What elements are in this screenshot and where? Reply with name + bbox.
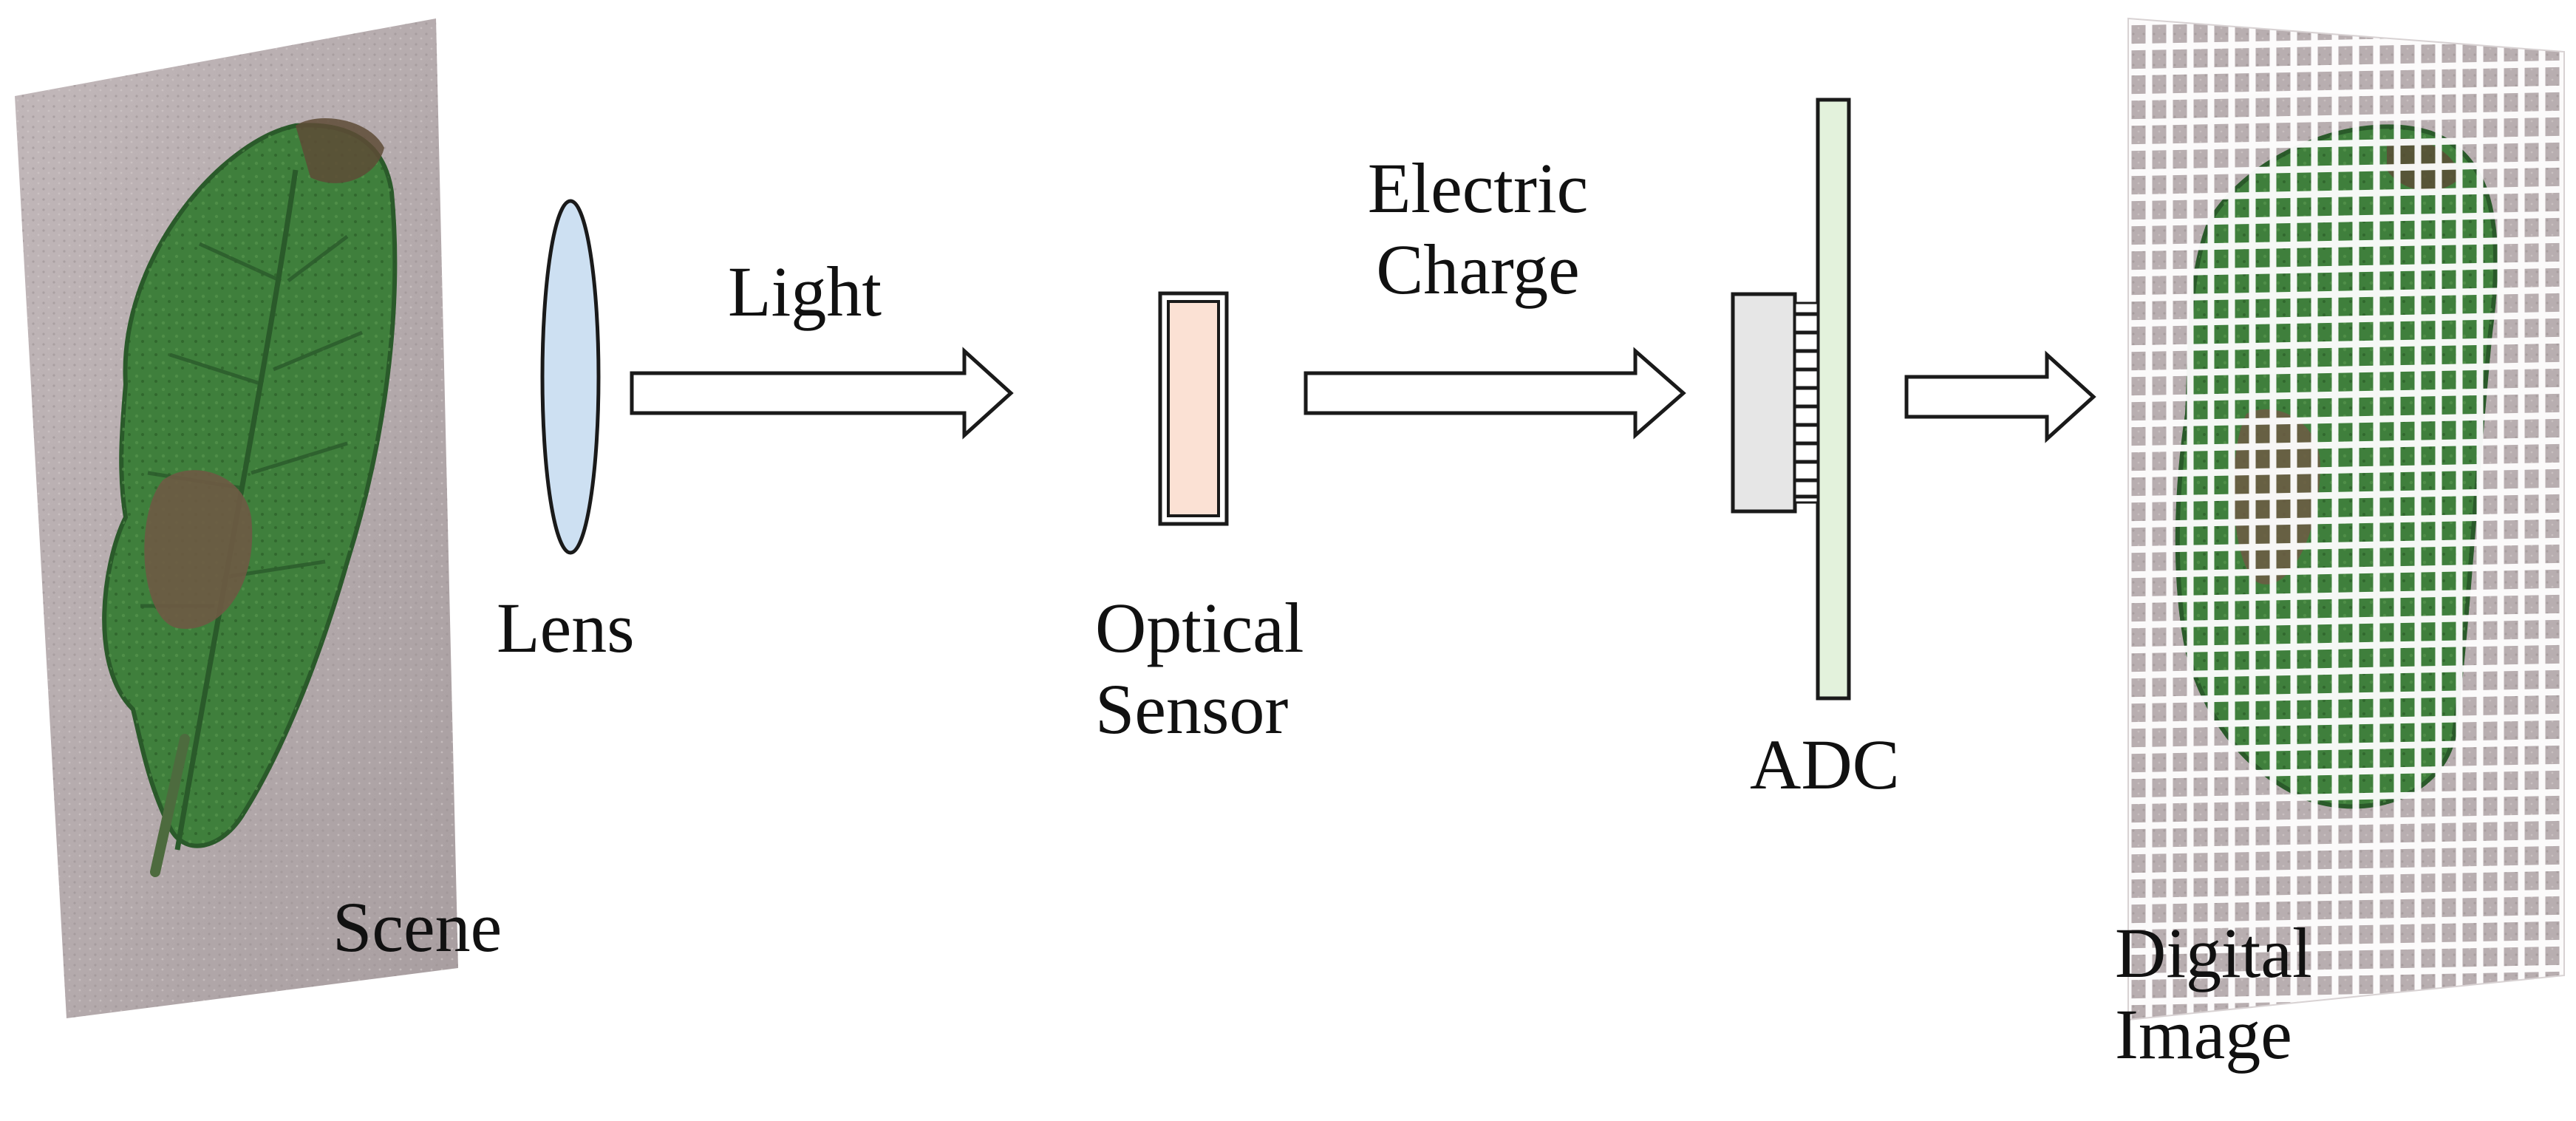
digital-image — [2128, 18, 2564, 1020]
pixel-grid-row — [2128, 964, 2564, 981]
pixel-grid-row — [2128, 386, 2564, 403]
pixel-grid-row — [2128, 688, 2564, 704]
adc-board — [1816, 98, 1851, 701]
scene-label: Scene — [333, 887, 502, 967]
pixel-grid-row — [2128, 663, 2564, 679]
pixel-grid-row — [2128, 60, 2564, 76]
leaf-stem — [150, 734, 190, 877]
leaf-disease-spot — [144, 470, 253, 629]
lens-shape — [540, 199, 601, 555]
pixel-grid-row — [2128, 537, 2564, 553]
pixel-grid-row — [2128, 412, 2564, 428]
arrow-digital — [1904, 350, 2096, 443]
pixel-grid-row — [2128, 512, 2564, 528]
pixel-grid-row — [2128, 788, 2564, 805]
pixel-grid-row — [2128, 361, 2564, 378]
adc-shape — [1731, 98, 1851, 701]
pixel-grid-row — [2128, 889, 2564, 905]
pixel-grid-row — [2128, 135, 2564, 151]
pixel-grid-row — [2128, 437, 2564, 453]
light-label: Light — [728, 252, 882, 331]
electric-charge-label: Electric Charge — [1367, 149, 1589, 310]
pixel-grid-row — [2128, 487, 2564, 503]
arrow-light — [630, 347, 1014, 440]
pixel-grid-row — [2128, 85, 2564, 101]
pixel-grid-row — [2128, 839, 2564, 855]
pixel-grid-row — [2128, 286, 2564, 302]
adc-pin-strip — [1793, 301, 1819, 504]
pixel-grid — [2128, 18, 2564, 1020]
pixel-grid-row — [2128, 939, 2564, 955]
digital-image-label: Digital Image — [2115, 913, 2312, 1074]
scene-image — [15, 18, 458, 1018]
pixel-grid-row — [2128, 864, 2564, 880]
adc-label: ADC — [1750, 725, 1900, 804]
optical-sensor-label: Optical Sensor — [1095, 588, 1304, 749]
pixel-grid-row — [2128, 638, 2564, 654]
pixel-grid-row — [2128, 613, 2564, 629]
pixel-grid-row — [2128, 261, 2564, 277]
pixel-grid-row — [2128, 211, 2564, 227]
lens-label: Lens — [497, 588, 635, 667]
pixel-grid-row — [2128, 562, 2564, 579]
pixel-grid-row — [2128, 160, 2564, 177]
pixel-grid-row — [2128, 814, 2564, 830]
pixel-grid-row — [2128, 914, 2564, 930]
pixel-grid-row — [2128, 236, 2564, 252]
pixel-grid-row — [2128, 110, 2564, 126]
leaf-picture — [102, 118, 398, 877]
adc-chip — [1731, 292, 1797, 514]
pixel-grid-row — [2128, 462, 2564, 478]
pixel-grid-row — [2128, 738, 2564, 754]
pixel-grid-row — [2128, 185, 2564, 202]
pixel-grid-row — [2128, 763, 2564, 780]
pixel-grid-row — [2128, 587, 2564, 604]
optical-sensor-shape — [1158, 291, 1229, 526]
arrow-electric-charge — [1304, 347, 1686, 440]
pixel-grid-row — [2128, 18, 2564, 26]
pixel-grid-row — [2128, 713, 2564, 729]
pixel-grid-row — [2128, 311, 2564, 327]
pixel-grid-row — [2128, 336, 2564, 352]
